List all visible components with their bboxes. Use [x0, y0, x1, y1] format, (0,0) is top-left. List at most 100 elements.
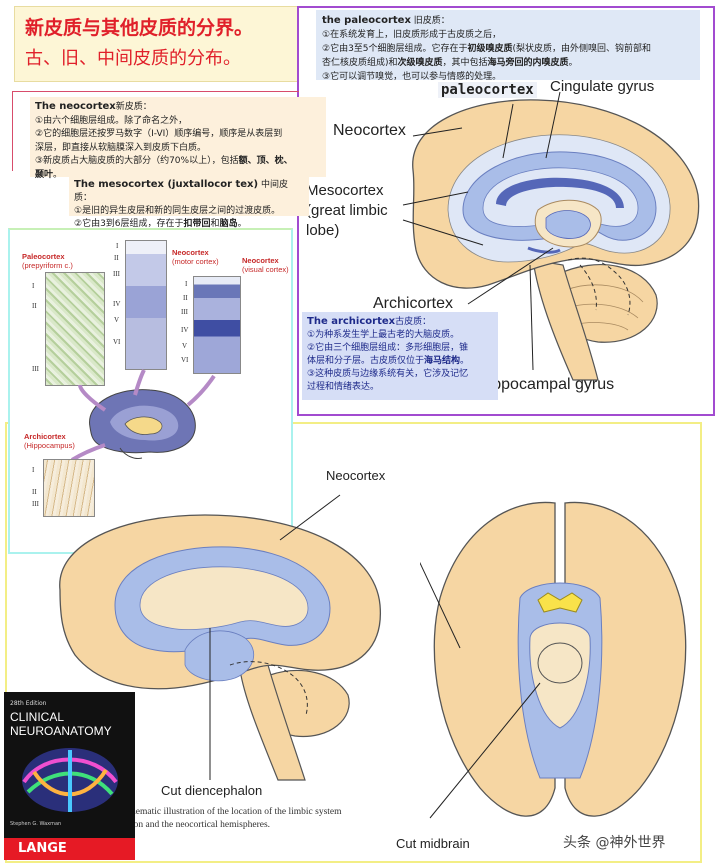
paleocortex-note-line3-mid: ，其中包括 [442, 58, 488, 68]
label-mesocortex-line3: lobe) [306, 222, 340, 239]
histo-arrows [70, 369, 216, 462]
histo-visual-roman-2: II [183, 294, 188, 302]
histo-paleocortex-image [45, 272, 105, 386]
title-box: 新皮质与其他皮质的分界。 古、旧、中间皮质的分布。 [14, 6, 299, 82]
histo-visual-roman-5: V [182, 342, 188, 350]
paleocortex-note-line2-keyword: 初级嗅皮质 [467, 44, 513, 54]
mesocortex-note-line2-pre: ②它由3到6层组成，存在于 [74, 219, 184, 229]
paleocortex-note-heading-cn: 旧皮质： [413, 16, 450, 26]
histo-motor-roman-2: II [114, 254, 119, 262]
caption-line1: hematic illustration of the location of … [131, 807, 342, 817]
histo-visual-roman-4: IV [181, 326, 189, 334]
histo-visual-sub: (visual cortex) [242, 265, 289, 274]
histo-motor-title: Neocortex [172, 248, 209, 257]
archicortex-note-line3-pre: 体层和分子层。古皮质仅位于 [307, 356, 425, 366]
bottom-frame [5, 422, 702, 863]
book-title-line1: CLINICAL [10, 710, 65, 724]
histo-archicortex-image [43, 459, 95, 517]
neocortex-note-heading: The neocortex [35, 101, 116, 112]
mesocortex-note: The mesocortex (juxtallocor tex) 中间皮质： ①… [69, 176, 309, 229]
histo-archi-roman-2: II [32, 488, 37, 496]
paleocortex-note-line1: ①在系统发育上，旧皮质形成于古皮质之后， [322, 30, 502, 40]
histo-motor-sub: (motor cortex) [172, 257, 219, 266]
paleocortex-note-line3-keyword: 次级嗅皮质 [397, 58, 443, 68]
archicortex-note-line3-keyword: 海马结构 [424, 356, 461, 366]
archicortex-note-line2: ②它由三个细胞层组成：多形细胞层，锥 [307, 343, 469, 353]
neocortex-note-line1: ①由六个细胞层组成。除了命名之外， [35, 115, 188, 126]
histo-label-motor: Neocortex(motor cortex) [172, 248, 219, 266]
histo-archicortex-sub: (Hippocampus) [24, 441, 75, 450]
bottom-ventral-brain [420, 501, 687, 819]
book-cover: 28th Edition CLINICAL NEUROANATOMY Steph… [4, 692, 135, 860]
book-author: Stephen G. Waxman [10, 821, 62, 827]
archicortex-note-line3-post: 。 [460, 356, 470, 366]
archicortex-note-line5: 过程和情绪表达。 [307, 382, 380, 392]
paleocortex-note-line3-keyword2: 海马旁回的内嗅皮质 [487, 58, 569, 68]
histo-visual-cortex-image [193, 276, 241, 374]
archicortex-note-line1: ①为种系发生学上最古老的大脑皮质。 [307, 330, 460, 340]
label-cut-diencephalon: Cut diencephalon [161, 783, 263, 798]
label-archicortex: Archicortex [373, 295, 454, 312]
paleocortex-note-line2-pre: ②它由3至5个细胞层组成。它存在于 [322, 44, 468, 54]
archicortex-note: The archicortex古皮质： ①为种系发生学上最古老的大脑皮质。 ②它… [302, 312, 498, 400]
histo-archi-roman-3: III [32, 500, 39, 508]
label-mesocortex-line1: Mesocortex [306, 182, 384, 199]
label-paleocortex: paleocortex [438, 82, 537, 98]
book-cover-art [22, 748, 118, 812]
histo-paleo-roman-1: I [32, 282, 35, 290]
page-title: 新皮质与其他皮质的分界。 [25, 17, 254, 39]
neocortex-note-line4-pre: ③新皮质占大脑皮质的大部分（约70%以上），包括 [35, 156, 239, 166]
page-subtitle: 古、旧、中间皮质的分布。 [25, 48, 241, 69]
book-title: CLINICAL NEUROANATOMY [10, 710, 112, 738]
histo-brain-icon [89, 389, 196, 459]
neocortex-note-line5-keyword: 颞叶 [35, 169, 54, 180]
caption-line2: lon and the neocortical hemispheres. [131, 820, 271, 830]
archicortex-note-line4: ③这种皮质与边缘系统有关，它涉及记忆 [307, 369, 469, 379]
neocortex-note-frame [12, 91, 299, 171]
mesocortex-note-heading: The mesocortex (juxtallocor tex) [74, 179, 259, 190]
mesocortex-note-heading-cn: 中间皮质： [74, 180, 288, 203]
histo-motor-roman-6: VI [113, 338, 121, 346]
histo-archi-roman-1: I [32, 466, 35, 474]
book-publisher: LANGE [4, 838, 135, 860]
label-mesocortex: Mesocortex (great limbic lobe) [306, 181, 388, 241]
archicortex-note-heading: The archicortex [307, 316, 396, 327]
bottom-medial-brain [59, 494, 381, 781]
label-neocortex-top: Neocortex [333, 122, 406, 139]
histo-paleo-roman-2: II [32, 302, 37, 310]
histo-label-visual: Neocortex(visual cortex) [242, 256, 289, 274]
archicortex-note-heading-cn: 古皮质： [395, 317, 432, 327]
histo-visual-roman-1: I [185, 280, 188, 288]
histo-paleo-roman-3: III [32, 365, 39, 373]
figure-caption: hematic illustration of the location of … [131, 806, 421, 832]
histo-label-archicortex: Archicortex(Hippocampus) [24, 432, 75, 450]
label-mesocortex-line2: (great limbic [306, 202, 388, 219]
mesocortex-note-line1: ①是旧的异生皮层和新的同生皮层之间的过渡皮质。 [74, 206, 281, 216]
medial-brain-diagram [402, 91, 700, 381]
label-cut-midbrain: Cut midbrain [396, 836, 470, 851]
paleocortex-note-heading: the paleocortex [322, 15, 411, 26]
paleocortex-note-line3-post: 。 [568, 58, 578, 68]
paleocortex-note-line2-post: (梨状皮质，由外侧嗅回、钩前部和 [512, 44, 652, 54]
neocortex-note-line2: ②它的细胞层还按罗马数字（I-VI）顺序编号，顺序是从表层到 [35, 129, 283, 139]
watermark: 头条 @神外世界 [563, 835, 666, 851]
mesocortex-note-line2-post: 。 [237, 219, 247, 229]
label-neocortex-bottom: Neocortex [326, 468, 386, 483]
neocortex-note-heading-cn: 新皮质： [115, 102, 152, 112]
mesocortex-note-line2-mid: 和 [210, 219, 220, 229]
histo-visual-roman-3: III [181, 308, 188, 316]
mesocortex-note-line2-keyword: 扣带回 [183, 219, 211, 229]
histo-paleocortex-title: Paleocortex [22, 252, 65, 261]
histology-panel: Paleocortex(prepyriform c.) I II III I I… [8, 228, 293, 554]
neocortex-note: The neocortex新皮质： ①由六个细胞层组成。除了命名之外， ②它的细… [30, 97, 326, 180]
mesocortex-note-line2-keyword2: 脑岛 [219, 219, 238, 229]
book-edition: 28th Edition [10, 700, 47, 707]
histo-motor-roman-5: V [114, 316, 120, 324]
label-cingulate-gyrus: Cingulate gyrus [550, 78, 655, 95]
histo-label-paleocortex: Paleocortex(prepyriform c.) [22, 252, 73, 270]
neocortex-note-line5-post: 。 [53, 169, 63, 180]
histo-motor-cortex-image [125, 240, 167, 370]
histo-archicortex-title: Archicortex [24, 432, 66, 441]
neocortex-note-line4-keyword: 额、顶、枕、 [238, 156, 293, 166]
neocortex-note-line3: 深层，即直接从软脑膜深入到皮质下白质。 [35, 142, 207, 153]
